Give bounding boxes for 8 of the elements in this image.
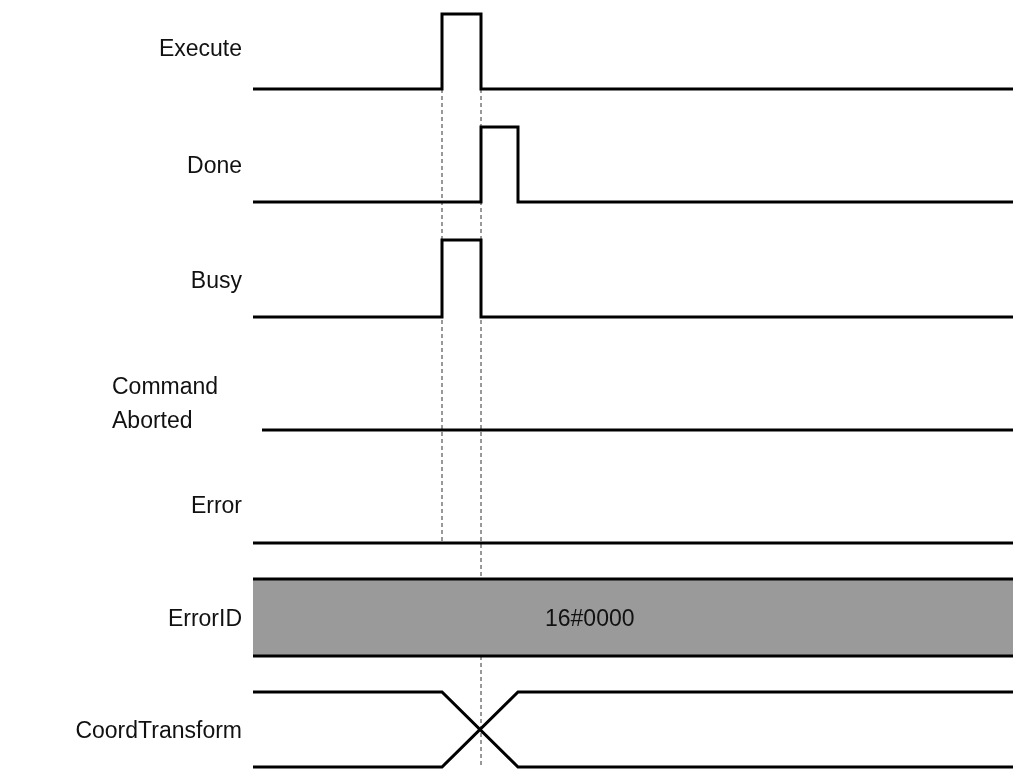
signal-name: Command Aborted [112, 372, 220, 435]
signal-name: ErrorID [167, 604, 242, 633]
signal-name: Execute [158, 34, 242, 63]
bus-value-text: 16#0000 [545, 604, 635, 633]
signal-name: Error [190, 491, 242, 520]
signal-name: Done [187, 151, 242, 180]
signal-name: CoordTransform [75, 716, 242, 745]
signal-name: Busy [190, 266, 242, 295]
